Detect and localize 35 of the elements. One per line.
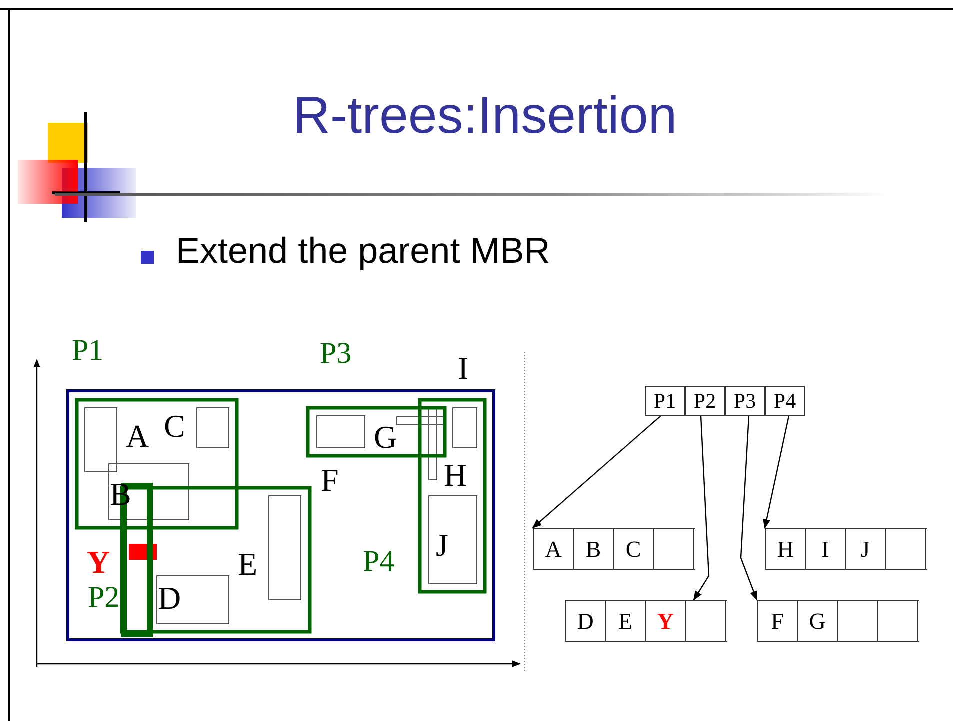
object-label: D — [158, 582, 182, 614]
mbr-label: P4 — [363, 547, 395, 577]
mbr-label: P1 — [72, 336, 104, 366]
object-label: G — [374, 421, 398, 453]
leaf-node-row — [533, 528, 695, 570]
arrow — [694, 416, 710, 601]
slide-title: R-trees:Insertion — [292, 90, 678, 142]
root-entry-cell: P1 — [645, 386, 685, 416]
mbr-label: P3 — [320, 339, 352, 369]
leaf-node-row — [765, 528, 927, 570]
leaf-node-row — [757, 600, 919, 642]
object-label: I — [458, 352, 469, 384]
arrow — [763, 416, 790, 529]
object-label: F — [321, 464, 339, 496]
tree-entry-cell: A — [534, 529, 574, 569]
leaf-node-row — [565, 600, 727, 642]
bullet-text: Extend the parent MBR — [176, 233, 550, 269]
object-label: A — [126, 420, 150, 452]
object-label: J — [436, 529, 448, 561]
tree-entry-cell: I — [806, 529, 846, 569]
object-label: Y — [87, 546, 110, 578]
object-label: H — [444, 459, 468, 491]
arrow — [532, 416, 662, 529]
object-label: C — [164, 410, 186, 442]
tree-entry-cell: B — [574, 529, 614, 569]
mbr-label: P2 — [88, 583, 120, 613]
object-label: E — [238, 548, 258, 580]
tree-entry-cell: E — [606, 601, 646, 641]
root-entry-cell: P2 — [685, 386, 725, 416]
tree-entry-cell: F — [758, 601, 798, 641]
arrow — [740, 416, 758, 601]
root-entry-cell: P4 — [765, 386, 805, 416]
tree-entry-cell: H — [766, 529, 806, 569]
root-entry-cell: P3 — [725, 386, 765, 416]
tree-entry-cell: D — [566, 601, 606, 641]
